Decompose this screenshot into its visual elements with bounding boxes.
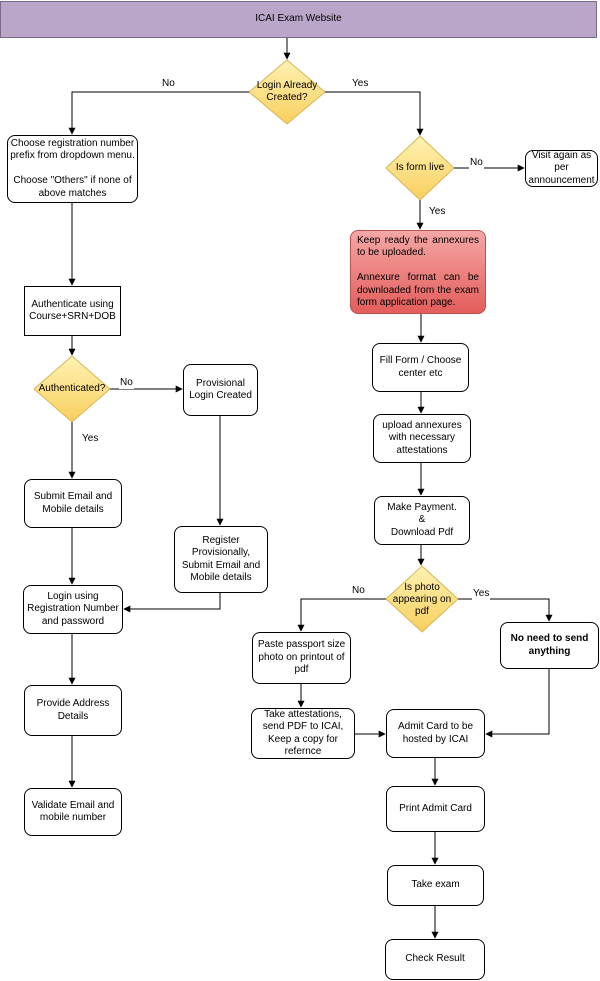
- decision-authenticated: Authenticated?: [38, 383, 106, 394]
- decision-form-live: Is form live: [395, 162, 445, 173]
- admit-card-step: Admit Card to be hosted by ICAI: [386, 709, 485, 758]
- take-attestations-step: Take attestations, send PDF to ICAI, Kee…: [251, 708, 355, 759]
- login-registration-step: Login using Registration Number and pass…: [23, 585, 123, 634]
- edge-label-login-no: No: [161, 78, 176, 90]
- register-provisionally-step: Register Provisionally, Submit Email and…: [174, 526, 268, 593]
- decision-photo-shape: [385, 565, 459, 633]
- validate-email-step: Validate Email and mobile number: [24, 788, 122, 836]
- edge-label-photo-yes: Yes: [472, 588, 491, 600]
- authenticate-step: Authenticate using Course+SRN+DOB: [24, 286, 121, 336]
- edge-label-login-yes: Yes: [351, 78, 370, 90]
- check-result-step: Check Result: [385, 939, 485, 980]
- decision-photo: Is photo appearing on pdf: [392, 582, 452, 617]
- submit-email-step: Submit Email and Mobile details: [24, 479, 122, 528]
- provisional-login-step: Provisional Login Created: [183, 364, 258, 416]
- print-admit-card-step: Print Admit Card: [386, 786, 485, 832]
- page-title: ICAI Exam Website: [0, 1, 597, 38]
- take-exam-step: Take exam: [387, 865, 484, 906]
- choose-prefix-step: Choose registration number prefix from d…: [7, 135, 138, 203]
- connector-lines: [68, 38, 553, 939]
- edge-label-photo-no: No: [351, 585, 366, 597]
- make-payment-step: Make Payment. & Download Pdf: [374, 496, 470, 545]
- decision-login-created: Login Already Created?: [256, 80, 318, 103]
- edge-label-auth-yes: Yes: [81, 433, 100, 445]
- paste-photo-step: Paste passport size photo on printout of…: [252, 632, 351, 684]
- edge-label-auth-no: No: [119, 377, 134, 389]
- fill-form-step: Fill Form / Choose center etc: [372, 343, 469, 392]
- provide-address-step: Provide Address Details: [24, 685, 122, 736]
- annexures-ready-step: Keep ready the annexures to be uploaded.…: [350, 230, 486, 314]
- edge-label-form-no: No: [469, 157, 484, 169]
- edge-label-form-yes: Yes: [428, 206, 447, 218]
- visit-again-step: Visit again as per announcement: [525, 150, 598, 187]
- decision-login-created-shape: [248, 59, 326, 125]
- no-need-step: No need to send anything: [500, 622, 599, 669]
- upload-annexures-step: upload annexures with necessary attestat…: [373, 414, 471, 463]
